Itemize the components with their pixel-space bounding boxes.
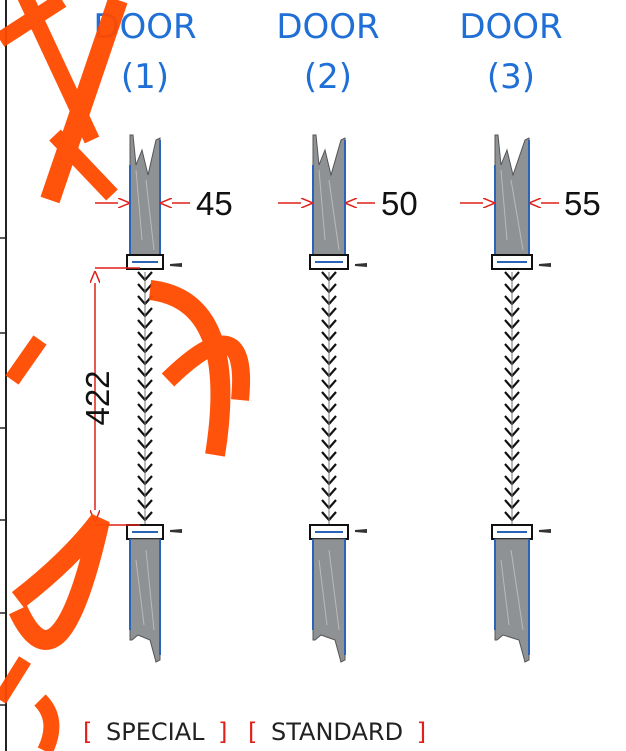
upper-panel-texture: [135, 169, 155, 251]
gap-dimension-label: 422: [79, 370, 116, 425]
lower-panel-texture: [500, 549, 524, 631]
upper-panel: [312, 134, 346, 256]
door-1-thickness-label: 45: [196, 185, 233, 222]
bottom-screw-icon: [355, 529, 367, 533]
svg-text:[ SPECIAL ]: [ SPECIAL ]: [83, 718, 228, 746]
gap-dimension: 422: [79, 267, 140, 526]
lower-panel: [312, 538, 346, 663]
door-1-assembly: [95, 134, 190, 663]
upper-panel: [494, 134, 530, 256]
door-3-assembly: [460, 134, 559, 663]
door-1-title-line2: (1): [121, 57, 169, 97]
top-screw-icon: [170, 263, 182, 267]
standard-bracket-close: ]: [417, 718, 426, 746]
bottom-screw-icon: [170, 529, 182, 533]
door-3-thickness-label: 55: [564, 185, 601, 222]
door-3-title-line1: DOOR: [459, 7, 562, 47]
watermark: [0, 0, 250, 751]
footer-special: [ SPECIAL ]: [83, 718, 228, 746]
door-2-title: DOOR (2): [276, 7, 379, 97]
door-3-title-line2: (3): [487, 57, 535, 97]
standard-bracket-open: [: [248, 718, 257, 746]
footer-standard: [ STANDARD ]: [248, 718, 426, 746]
door-3-title: DOOR (3): [459, 7, 562, 97]
top-screw-icon: [539, 263, 551, 267]
upper-panel: [129, 134, 161, 256]
special-bracket-open: [: [83, 718, 92, 746]
special-bracket-close: ]: [218, 718, 227, 746]
lower-panel-texture: [318, 549, 340, 631]
door-2-title-line2: (2): [304, 57, 352, 97]
top-screw-icon: [355, 263, 367, 267]
standard-label: STANDARD: [271, 718, 403, 746]
upper-panel-texture: [318, 169, 340, 251]
svg-text:[ STANDARD ]: [ STANDARD ]: [248, 718, 426, 746]
special-label: SPECIAL: [106, 718, 205, 746]
left-border: [0, 0, 7, 751]
door-2-title-line1: DOOR: [276, 7, 379, 47]
door-2-assembly: [278, 134, 375, 663]
bottom-screw-icon: [539, 529, 551, 533]
lower-panel-texture: [135, 549, 155, 631]
lower-panel: [129, 538, 161, 663]
upper-panel-texture: [500, 169, 524, 251]
door-2-thickness-label: 50: [381, 185, 418, 222]
